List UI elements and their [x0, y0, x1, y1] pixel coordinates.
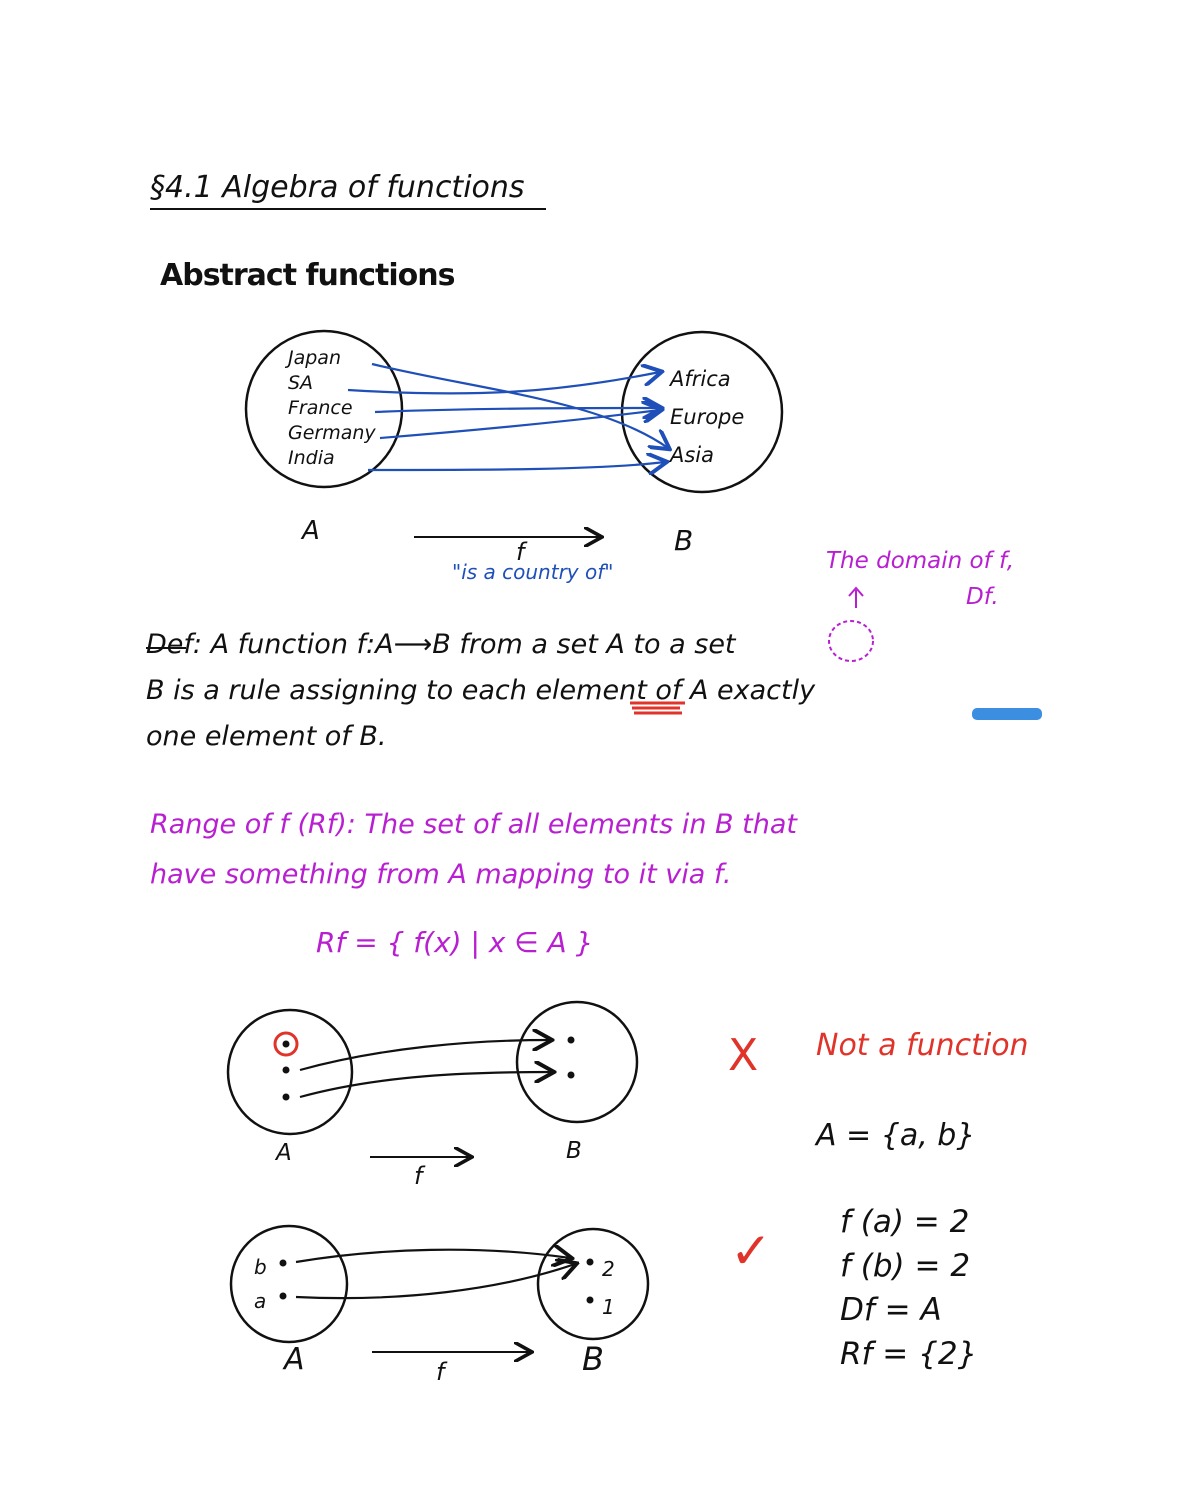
list-item: France: [288, 397, 353, 419]
list-item: b: [254, 1255, 267, 1279]
arrow-sa-africa: [347, 372, 660, 395]
list-item: 1: [602, 1295, 615, 1319]
section-heading: Abstract functions: [160, 258, 455, 293]
arrow-france-europe: [374, 408, 660, 412]
domain-note-line1: The domain of f,: [826, 548, 1015, 574]
diagram3-label-b: B: [582, 1340, 604, 1378]
cross-mark-icon: X: [728, 1030, 759, 1081]
title-underline: [150, 208, 546, 210]
page-title: §4.1 Algebra of functions: [150, 170, 525, 205]
diagram3-label-a: A: [284, 1342, 305, 1377]
diagram2-set-b: [515, 1000, 639, 1124]
range-line: Range of f (Rf): The set of all elements…: [150, 809, 797, 840]
diagram2-label-b: B: [566, 1138, 582, 1164]
list-item: Europe: [670, 405, 745, 429]
highlighted-element-circle: [273, 1031, 299, 1057]
fact-line: f (a) = 2: [840, 1204, 970, 1240]
diagram2-set-a: [226, 1008, 354, 1136]
list-item: a: [254, 1289, 267, 1313]
arrow-india-asia: [367, 462, 665, 470]
set-a-label: A: [302, 516, 320, 546]
fact-line: f (b) = 2: [840, 1248, 971, 1284]
diagram2-label-a: A: [276, 1140, 292, 1166]
list-item: India: [288, 447, 335, 469]
list-item: 2: [602, 1257, 615, 1281]
set-b-list: Africa Europe Asia: [670, 360, 744, 474]
set-definition: A = {a, b}: [816, 1118, 976, 1153]
definition-text: Def: A function f:A⟶B from a set A to a …: [146, 622, 815, 760]
diagram3-set-b: [536, 1227, 650, 1341]
diagram3-arrow-a: [295, 1264, 575, 1300]
check-mark-icon: ✓: [730, 1222, 772, 1280]
list-item: Japan: [288, 347, 341, 369]
each-underline-scribble: [630, 701, 685, 715]
set-a-list: Japan SA France Germany India: [288, 346, 376, 471]
range-formula: Rf = { f(x) | x ∈ A }: [316, 926, 594, 959]
set-b-circle: [620, 330, 784, 494]
diagram3-set-a: [229, 1224, 349, 1344]
set-b-label: B: [674, 524, 694, 557]
definition-line: Def: A function f:A⟶B from a set A to a …: [146, 629, 736, 660]
fact-line: Df = A: [840, 1292, 942, 1328]
list-item: SA: [288, 372, 314, 394]
diagram3-function-label: f: [436, 1358, 445, 1386]
diagram2-arrow-1: [299, 1040, 550, 1072]
exactly-highlight: [972, 708, 1042, 720]
arrow-germany-europe: [379, 410, 660, 440]
arrow-japan-asia: [371, 362, 668, 448]
definition-line: one element of B.: [146, 721, 387, 752]
set-a-highlight-circle: [828, 620, 874, 662]
diagram3-right-items: 2 1: [602, 1250, 615, 1326]
mapping-caption: "is a country of": [452, 560, 614, 584]
list-item: Asia: [670, 443, 715, 467]
list-item: Africa: [670, 367, 731, 391]
function-label: f: [516, 538, 525, 566]
verdict-not-function: Not a function: [816, 1028, 1029, 1063]
list-item: Germany: [288, 422, 376, 444]
diagram3-left-items: b a: [254, 1250, 267, 1318]
function-facts: f (a) = 2 f (b) = 2 Df = A Rf = {2}: [840, 1200, 977, 1376]
diagram2-arrow-2: [299, 1072, 552, 1099]
diagram2-function-label: f: [414, 1162, 423, 1190]
range-line: have something from A mapping to it via …: [150, 859, 732, 890]
definition-line: B is a rule assigning to each element of…: [146, 675, 816, 706]
set-a-circle: [244, 329, 404, 489]
diagram3-arrow-b: [295, 1250, 570, 1262]
fact-line: Rf = {2}: [840, 1336, 978, 1372]
domain-note-line2: Df.: [966, 584, 999, 610]
range-definition: Range of f (Rf): The set of all elements…: [150, 800, 797, 900]
